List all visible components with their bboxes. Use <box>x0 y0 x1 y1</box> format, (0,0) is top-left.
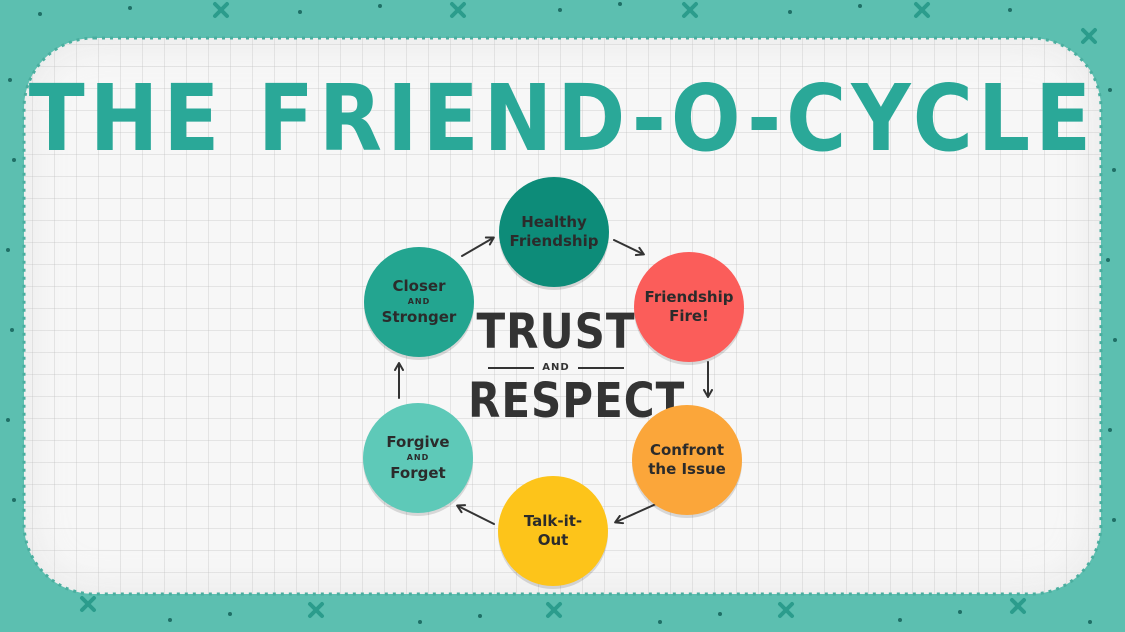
node-label-line1: Forgive <box>386 433 450 452</box>
node-label-line2: Fire! <box>669 307 709 325</box>
center-divider: AND <box>468 362 644 373</box>
node-closer-and-stronger: Closer AND Stronger <box>364 247 474 357</box>
center-and: AND <box>542 362 570 374</box>
node-label-and: AND <box>406 453 430 463</box>
cross-decoration <box>914 2 930 18</box>
node-talk-it-out: Talk-it- Out <box>498 476 608 586</box>
cross-decoration <box>450 2 466 18</box>
node-label-line2: the Issue <box>648 460 726 478</box>
center-trust: TRUST <box>476 303 636 360</box>
cross-decoration <box>213 2 229 18</box>
node-label-line2: Out <box>537 531 569 549</box>
node-healthy-friendship: Healthy Friendship <box>499 177 609 287</box>
divider-line <box>488 366 535 369</box>
cross-decoration <box>778 602 794 618</box>
center-respect: RESPECT <box>468 372 686 429</box>
node-label-and: AND <box>407 297 431 307</box>
node-label-line1: Friendship <box>644 288 734 307</box>
center-label: TRUST AND RESPECT <box>468 303 684 426</box>
cross-decoration <box>80 596 96 612</box>
node-label-line2: Forget <box>390 463 446 482</box>
cross-decoration <box>1010 598 1026 614</box>
node-label-line1: Talk-it- <box>523 512 583 531</box>
node-label-line2: Friendship <box>509 232 599 250</box>
page-title: THE FRIEND-O-CYCLE <box>28 66 1097 173</box>
node-forgive-and-forget: Forgive AND Forget <box>363 403 473 513</box>
cross-decoration <box>546 602 562 618</box>
node-label-line2: Stronger <box>381 307 457 326</box>
cross-decoration <box>308 602 324 618</box>
node-label-line1: Closer <box>392 277 446 296</box>
node-label-line1: Healthy <box>521 213 587 232</box>
node-confront-the-issue: Confront the Issue <box>632 405 742 515</box>
cross-decoration <box>682 2 698 18</box>
divider-line <box>577 366 624 369</box>
node-friendship-fire: Friendship Fire! <box>634 252 744 362</box>
node-label-line1: Confront <box>649 441 725 460</box>
